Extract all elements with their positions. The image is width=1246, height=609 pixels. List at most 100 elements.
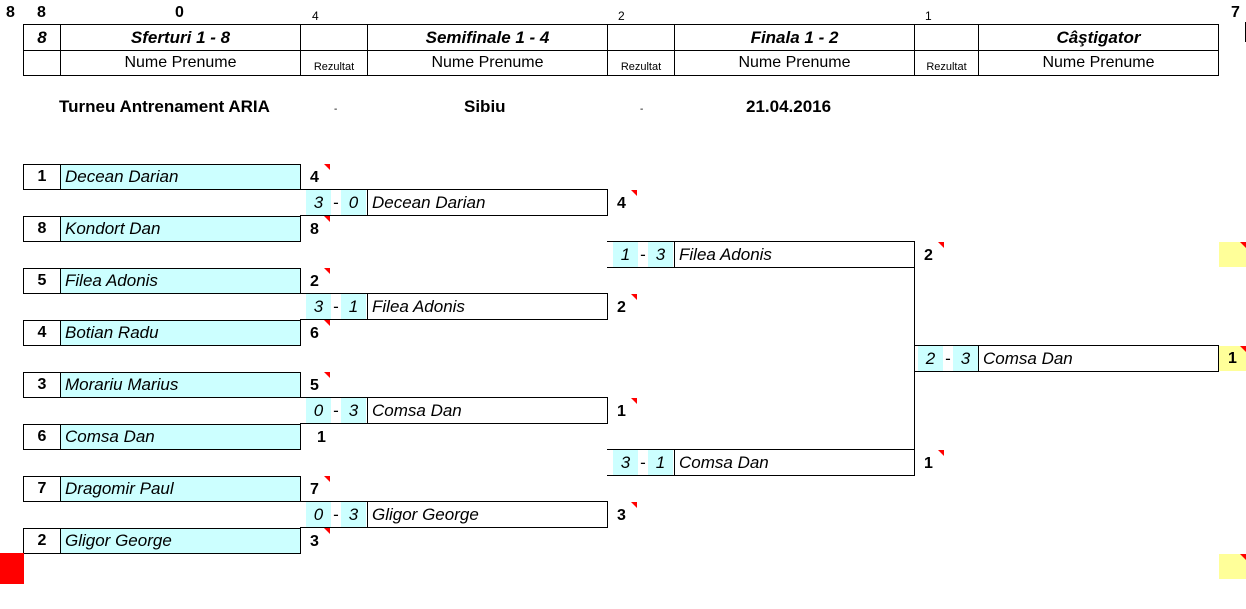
player-name[interactable]: Morariu Marius	[60, 372, 301, 398]
winner-score: 2	[924, 247, 933, 264]
score-dash: -	[333, 192, 339, 212]
bracket-line	[1218, 345, 1219, 372]
player-score: 2	[310, 273, 319, 290]
comment-marker-icon	[938, 242, 944, 248]
comment-marker-icon	[938, 450, 944, 456]
bracket-line	[607, 241, 915, 242]
winner-name[interactable]: Gligor George	[368, 502, 602, 527]
bracket-line	[607, 189, 608, 216]
match-score-b[interactable]: 0	[341, 190, 366, 215]
bracket-line	[914, 371, 1219, 372]
comment-marker-icon	[324, 528, 330, 534]
bracket-line	[300, 319, 608, 320]
seed-number: 1	[23, 164, 61, 190]
player-name[interactable]: Filea Adonis	[60, 268, 301, 294]
match-score-a[interactable]: 3	[306, 294, 331, 319]
header-winner: Câştigator	[978, 24, 1219, 51]
match-score-b[interactable]: 3	[341, 398, 366, 423]
player-score: 5	[310, 377, 319, 394]
score-dash: -	[333, 296, 339, 316]
seed-number: 5	[23, 268, 61, 294]
top-number: 0	[175, 4, 184, 21]
bracket-line	[914, 241, 915, 476]
comment-marker-icon	[631, 294, 637, 300]
header-quarterfinals: Sferturi 1 - 8	[60, 24, 301, 51]
header-blank	[607, 24, 675, 51]
champion-score: 1	[1228, 350, 1237, 367]
top-number: 7	[1231, 4, 1240, 21]
seed-number: 3	[23, 372, 61, 398]
header-blank	[300, 24, 368, 51]
match-score-b[interactable]: 1	[341, 294, 366, 319]
bracket-line	[300, 501, 608, 502]
comment-marker-icon	[324, 216, 330, 222]
subheader-result: Rezultat	[300, 50, 368, 76]
tournament-name: Turneu Antrenament ARIA	[59, 97, 270, 116]
score-dash: -	[333, 400, 339, 420]
player-name[interactable]: Botian Radu	[60, 320, 301, 346]
header-final: Finala 1 - 2	[674, 24, 915, 51]
winner-name[interactable]: Filea Adonis	[675, 242, 909, 267]
match-score-a[interactable]: 2	[918, 346, 943, 371]
top-number: 8	[37, 4, 46, 21]
subheader-result: Rezultat	[607, 50, 675, 76]
score-dash: -	[640, 452, 646, 472]
bracket-line	[607, 449, 915, 450]
player-name[interactable]: Comsa Dan	[60, 424, 301, 450]
comment-marker-icon	[324, 268, 330, 274]
tournament-date: 21.04.2016	[746, 97, 832, 116]
winner-name[interactable]: Comsa Dan	[368, 398, 602, 423]
header-semifinals: Semifinale 1 - 4	[367, 24, 608, 51]
header-col0: 8	[23, 24, 61, 51]
bracket-line	[300, 189, 608, 190]
match-score-b[interactable]: 3	[341, 502, 366, 527]
seed-number: 8	[23, 216, 61, 242]
seed-number: 6	[23, 424, 61, 450]
comment-marker-icon	[1240, 554, 1246, 560]
winner-score: 3	[617, 507, 626, 524]
player-name[interactable]: Decean Darian	[60, 164, 301, 190]
bracket-line	[367, 501, 368, 528]
info-dash: -	[334, 104, 338, 115]
match-score-a[interactable]: 1	[613, 242, 638, 267]
winner-name[interactable]: Decean Darian	[368, 190, 602, 215]
match-score-b[interactable]: 3	[648, 242, 673, 267]
score-dash: -	[640, 244, 646, 264]
seed-number: 2	[23, 528, 61, 554]
subheader-result: Rezultat	[914, 50, 979, 76]
champion-name[interactable]: Comsa Dan	[979, 346, 1213, 371]
player-name[interactable]: Gligor George	[60, 528, 301, 554]
match-score-b[interactable]: 1	[648, 450, 673, 475]
bracket-line	[367, 189, 368, 216]
match-score-a[interactable]: 3	[306, 190, 331, 215]
match-score-a[interactable]: 3	[613, 450, 638, 475]
subheader-name: Nume Prenume	[60, 50, 301, 76]
player-score: 7	[310, 481, 319, 498]
bracket-line	[607, 267, 915, 268]
winner-name[interactable]: Filea Adonis	[368, 294, 602, 319]
bracket-line	[607, 501, 608, 528]
winner-score: 4	[617, 195, 626, 212]
comment-marker-icon	[324, 164, 330, 170]
match-score-a[interactable]: 0	[306, 502, 331, 527]
match-score-b[interactable]: 3	[953, 346, 978, 371]
score-dash: -	[945, 348, 951, 368]
player-score: 6	[310, 325, 319, 342]
bracket-line	[914, 345, 1219, 346]
player-name[interactable]: Dragomir Paul	[60, 476, 301, 502]
subheader-name: Nume Prenume	[367, 50, 608, 76]
subheader-name: Nume Prenume	[674, 50, 915, 76]
player-name[interactable]: Kondort Dan	[60, 216, 301, 242]
player-score: 4	[310, 169, 319, 186]
player-score: 8	[310, 221, 319, 238]
player-score: 3	[310, 533, 319, 550]
top-number: 4	[312, 9, 319, 23]
match-score-a[interactable]: 0	[306, 398, 331, 423]
winner-score: 1	[924, 455, 933, 472]
score-dash: -	[333, 504, 339, 524]
bracket-line	[300, 293, 608, 294]
bracket-line	[674, 449, 675, 476]
winner-name[interactable]: Comsa Dan	[675, 450, 909, 475]
bracket-line	[300, 527, 608, 528]
seed-number: 7	[23, 476, 61, 502]
